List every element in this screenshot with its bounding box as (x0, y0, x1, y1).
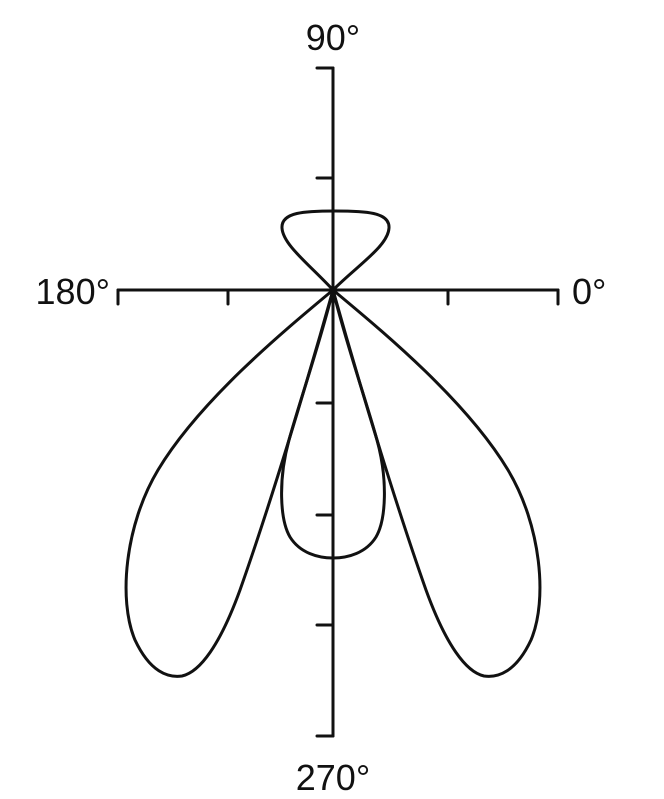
right-major-lobe (331, 288, 542, 678)
label-90-deg: 90° (306, 17, 360, 58)
upper-lobe (280, 209, 391, 292)
label-270-deg: 270° (296, 757, 370, 798)
left-major-lobe (124, 288, 335, 678)
label-0-deg: 0° (572, 271, 606, 312)
label-180-deg: 180° (36, 271, 110, 312)
center-lower-lobe (280, 288, 386, 560)
